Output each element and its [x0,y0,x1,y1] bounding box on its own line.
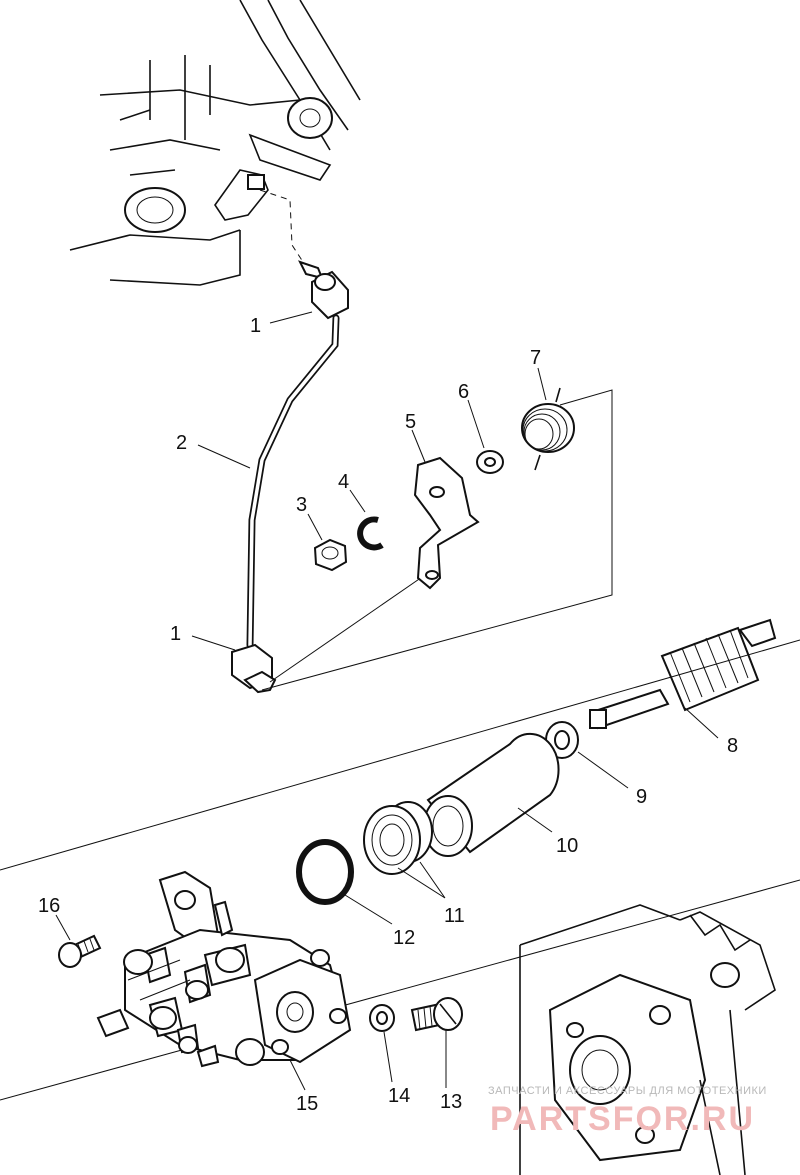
label-1-upper: 1 [250,315,261,337]
watermark-tagline: ЗАПЧАСТИ И АКСЕССУАРЫ ДЛЯ МОТОТЕХНИКИ [488,1085,767,1097]
label-1-lower: 1 [170,623,181,645]
label-2: 2 [176,432,187,454]
bleed-screw [410,997,463,1032]
label-8: 8 [727,735,738,757]
label-6: 6 [458,381,469,403]
assembly-frame-upper [261,389,613,691]
hex-nut [313,538,348,572]
washer-small [476,450,504,474]
watermark-brand: PARTSFOR.RU [490,1100,755,1138]
label-3: 3 [296,494,307,516]
label-5: 5 [405,411,416,433]
cable-route-upper [259,189,306,266]
pump-bolt [58,934,102,968]
oil-seals [363,801,433,875]
bracket [413,456,480,590]
leader-lines [55,311,719,1091]
cable-tube [246,314,340,649]
watermark: ЗАПЧАСТИ И АКСЕССУАРЫ ДЛЯ МОТОТЕХНИКИ PA… [488,1085,767,1138]
label-16: 16 [38,895,60,917]
label-4: 4 [338,471,349,493]
drive-gear-shaft [589,618,777,730]
fitting-upper [298,260,349,320]
label-9: 9 [636,786,647,808]
crankcase-section [519,904,776,1175]
banjo-washer [369,1004,395,1032]
sleeve [423,732,560,857]
oil-pump-body [96,870,352,1068]
part-labels: 1 2 3 4 5 6 7 1 8 9 10 11 12 16 14 13 15 [38,315,738,1115]
fitting-lower [231,643,277,694]
e-clip [357,516,384,551]
assembly-frame-lower [0,639,800,1101]
label-14: 14 [388,1085,410,1107]
label-13: 13 [440,1091,462,1113]
label-7: 7 [530,347,541,369]
label-15: 15 [296,1093,318,1115]
coil-spring [521,387,575,471]
label-11: 11 [444,905,465,927]
label-10: 10 [556,835,578,857]
o-ring [296,839,354,905]
label-12: 12 [393,927,415,949]
engine-housing-top [69,0,361,286]
